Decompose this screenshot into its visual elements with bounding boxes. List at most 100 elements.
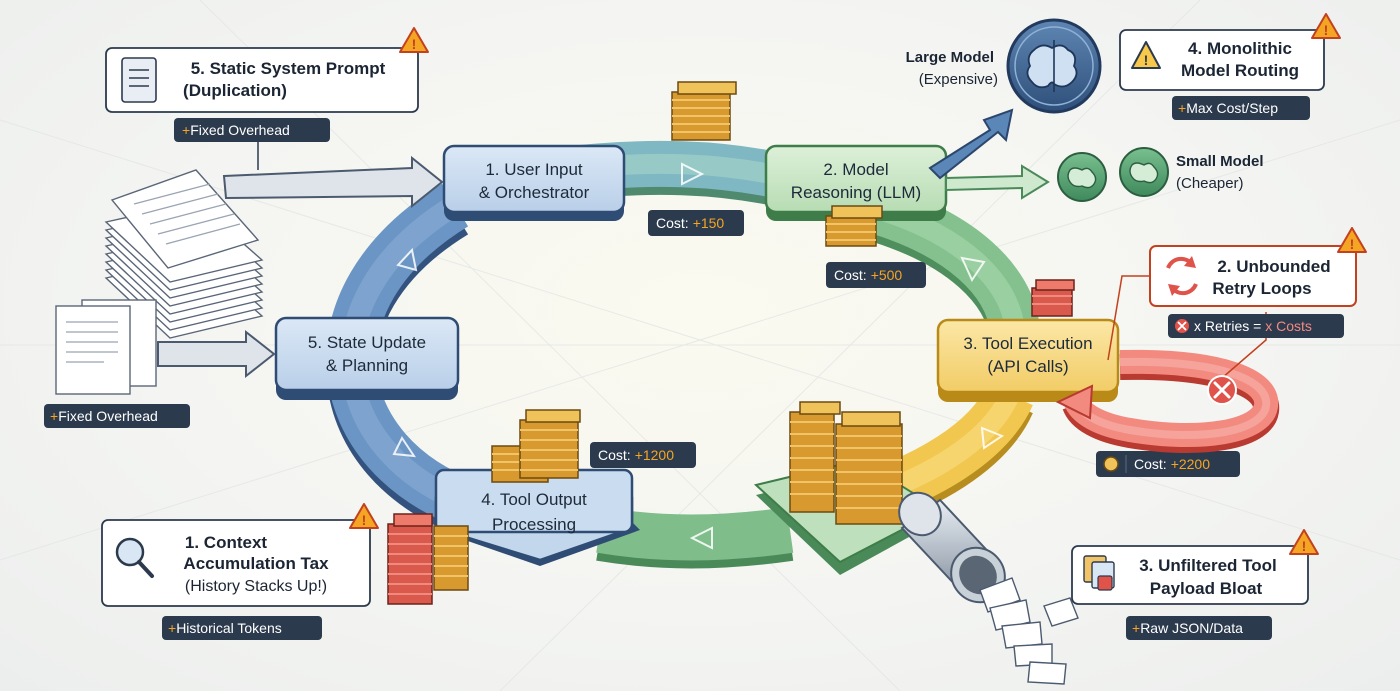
warning-icon: ! — [399, 27, 429, 53]
svg-text:Cost:+500: Cost:+500 — [834, 267, 902, 283]
money-stack-top — [671, 81, 737, 141]
svg-text:+Fixed Overhead: +Fixed Overhead — [50, 408, 158, 424]
node-state-update[interactable]: 5. State Update & Planning — [274, 316, 460, 400]
svg-text:x Retries = x Costs: x Retries = x Costs — [1194, 318, 1312, 334]
cost-value-tool-execution: +2200 — [1171, 456, 1211, 472]
money-stack-reasoning — [825, 205, 883, 247]
node-model-reasoning-line2: Reasoning (LLM) — [791, 183, 921, 202]
flow-arrow-lower-left — [392, 436, 417, 458]
money-stack-red-tool — [1031, 279, 1075, 317]
svg-text:!: ! — [1144, 52, 1149, 68]
tag-retries-a: x Retries = — [1194, 318, 1265, 334]
callout-payload-line1: 3. Unfiltered Tool — [1139, 556, 1277, 575]
tag-fixed-overhead-bottom-text: Fixed Overhead — [58, 408, 158, 424]
small-model-name: Small Model — [1176, 153, 1264, 170]
svg-text:!: ! — [1302, 538, 1307, 554]
svg-text:!: ! — [1350, 236, 1355, 252]
cost-tag-user-input: Cost:+150 — [648, 210, 744, 236]
callout-static-prompt-line2: (Duplication) — [183, 81, 287, 100]
input-arrow-to-user-input — [222, 155, 444, 209]
callout-retry[interactable]: 2. Unbounded Retry Loops — [1149, 245, 1357, 307]
tag-retries: x Retries = x Costs — [1168, 314, 1344, 338]
flow-arrows — [392, 162, 1005, 550]
large-model-arrow — [928, 108, 1014, 180]
node-user-input-line2: & Orchestrator — [479, 183, 590, 202]
callout-static-prompt[interactable]: 5. Static System Prompt (Duplication) — [105, 47, 419, 113]
callout-payload[interactable]: 3. Unfiltered Tool Payload Bloat — [1071, 545, 1309, 605]
warning-icon: ! — [1131, 41, 1161, 69]
callout-context[interactable]: 1. Context Accumulation Tax (History Sta… — [101, 519, 371, 607]
warning-icon: ! — [1337, 227, 1367, 253]
node-state-update-line1: 5. State Update — [308, 333, 426, 352]
tag-max-cost: +Max Cost/Step — [1172, 96, 1310, 120]
flow-arrow-bottom — [689, 526, 713, 550]
tag-fixed-overhead-top-text: Fixed Overhead — [190, 122, 290, 138]
callout-context-line2: Accumulation Tax — [183, 554, 329, 573]
flow-arrow-right — [960, 256, 986, 283]
svg-text:+Fixed Overhead: +Fixed Overhead — [182, 122, 290, 138]
tag-raw-json-text: Raw JSON/Data — [1140, 620, 1243, 636]
document-icon — [121, 57, 157, 103]
flow-arrow-top — [681, 162, 705, 186]
cost-tag-model-reasoning: Cost:+500 — [826, 262, 926, 288]
node-model-reasoning-line1: 2. Model — [823, 160, 888, 179]
flow-arrow-left — [396, 247, 418, 272]
cost-tag-tool-execution: Cost:+2200 — [1096, 451, 1240, 477]
warning-icon: ! — [349, 503, 379, 529]
callout-static-prompt-line1: 5. Static System Prompt — [191, 59, 386, 78]
cost-label-user-input: Cost: — [656, 215, 689, 231]
tag-retries-b: x Costs — [1265, 318, 1312, 334]
node-user-input[interactable]: 1. User Input & Orchestrator — [442, 144, 626, 221]
flow-arrow-lower-right — [980, 426, 1005, 450]
large-model-brain-icon[interactable] — [1006, 18, 1102, 114]
svg-text:+Max Cost/Step: +Max Cost/Step — [1178, 100, 1278, 116]
x-circle-icon — [1175, 319, 1189, 333]
x-icon — [1207, 375, 1237, 405]
magnifier-icon — [115, 537, 154, 578]
node-tool-execution-line2: (API Calls) — [987, 357, 1068, 376]
svg-text:!: ! — [1324, 22, 1329, 38]
node-tool-output-line2: Processing — [492, 515, 576, 534]
small-model-brain-icon-b[interactable] — [1119, 147, 1169, 197]
retry-icon — [1166, 256, 1198, 296]
large-model-note: (Expensive) — [919, 71, 998, 88]
small-model-brain-icon-a[interactable] — [1057, 152, 1107, 202]
svg-text:+Raw JSON/Data: +Raw JSON/Data — [1132, 620, 1243, 636]
node-tool-output-line1: 4. Tool Output — [481, 490, 587, 509]
input-arrow-to-state-update — [157, 329, 276, 379]
tag-historical-tokens-text: Historical Tokens — [176, 620, 282, 636]
coin-icon — [1103, 456, 1119, 472]
node-tool-output[interactable]: 4. Tool Output Processing — [434, 468, 640, 566]
svg-text:Cost:+150: Cost:+150 — [656, 215, 724, 231]
tag-historical-tokens: +Historical Tokens — [162, 616, 322, 640]
tag-max-cost-text: Max Cost/Step — [1186, 100, 1278, 116]
money-stack-context — [387, 513, 469, 605]
callout-retry-line2: Retry Loops — [1212, 279, 1311, 298]
cost-value-tool-output: +1200 — [635, 447, 675, 463]
node-tool-execution[interactable]: 3. Tool Execution (API Calls) — [936, 318, 1120, 402]
money-stack-tool-output — [491, 409, 581, 483]
small-model-note: (Cheaper) — [1176, 175, 1244, 192]
node-user-input-line1: 1. User Input — [485, 160, 583, 179]
payload-pipe — [898, 491, 1006, 604]
node-state-update-line2: & Planning — [326, 356, 408, 375]
callout-context-line1: 1. Context — [185, 533, 268, 552]
cost-value-user-input: +150 — [693, 215, 725, 231]
document-stack-large — [104, 169, 264, 339]
cost-tag-tool-output: Cost:+1200 — [590, 442, 696, 468]
callout-context-line3: (History Stacks Up!) — [185, 578, 327, 595]
warning-icon: ! — [1311, 13, 1341, 39]
json-files-icon — [1083, 555, 1115, 591]
money-stack-large — [789, 401, 903, 525]
tag-raw-json: +Raw JSON/Data — [1126, 616, 1272, 640]
svg-text:Cost:+2200: Cost:+2200 — [1134, 456, 1210, 472]
node-tool-execution-line1: 3. Tool Execution — [963, 334, 1092, 353]
tag-fixed-overhead-top: +Fixed Overhead — [174, 118, 330, 142]
cost-value-model-reasoning: +500 — [871, 267, 903, 283]
cost-label-tool-execution: Cost: — [1134, 456, 1167, 472]
callout-monolithic-line1: 4. Monolithic — [1188, 39, 1292, 58]
svg-text:!: ! — [362, 512, 367, 528]
callout-monolithic[interactable]: ! 4. Monolithic Model Routing — [1119, 29, 1325, 91]
tag-fixed-overhead-bottom: +Fixed Overhead — [44, 404, 190, 428]
